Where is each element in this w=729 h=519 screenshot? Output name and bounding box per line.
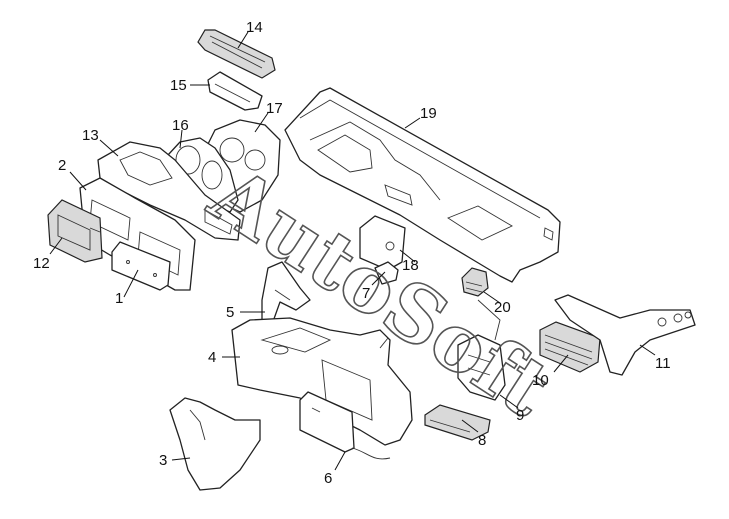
part-top-vent-grille — [197, 29, 276, 79]
callout-19: 19 — [420, 105, 437, 122]
part-heater-control — [539, 321, 601, 373]
callout-16: 16 — [172, 117, 189, 134]
callout-12: 12 — [33, 255, 50, 272]
callout-15: 15 — [170, 77, 187, 94]
part-dashboard-panel — [284, 87, 561, 283]
part-vent-duct — [207, 71, 263, 111]
callout-13: 13 — [82, 127, 99, 144]
leader-lines — [49, 31, 656, 471]
part-heater-bracket — [457, 299, 506, 401]
part-cover-plate — [111, 241, 171, 291]
callout-18: 18 — [402, 257, 419, 274]
callout-4: 4 — [208, 349, 216, 366]
callout-11: 11 — [655, 355, 671, 372]
part-right-bracket — [554, 294, 696, 376]
callout-10: 10 — [532, 372, 549, 389]
callout-2: 2 — [58, 157, 66, 174]
part-console-pocket — [299, 391, 391, 460]
callout-5: 5 — [226, 304, 234, 321]
callout-3: 3 — [159, 452, 167, 469]
part-connector — [374, 261, 399, 285]
callout-14: 14 — [246, 19, 263, 36]
callout-20: 20 — [494, 299, 511, 316]
callout-1: 1 — [115, 290, 123, 307]
part-knob — [461, 267, 489, 297]
callout-9: 9 — [516, 407, 524, 424]
part-vent-assembly — [47, 199, 103, 263]
callout-labels: 1 2 3 4 5 6 7 8 9 10 11 12 13 14 15 16 1… — [33, 19, 671, 487]
part-radio-unit — [424, 404, 491, 441]
callout-17: 17 — [266, 100, 283, 117]
part-switch-module — [359, 215, 406, 271]
callout-8: 8 — [478, 432, 486, 449]
part-center-console — [231, 317, 413, 446]
part-side-panel — [169, 397, 261, 491]
callout-7: 7 — [362, 285, 370, 302]
callout-6: 6 — [324, 470, 332, 487]
